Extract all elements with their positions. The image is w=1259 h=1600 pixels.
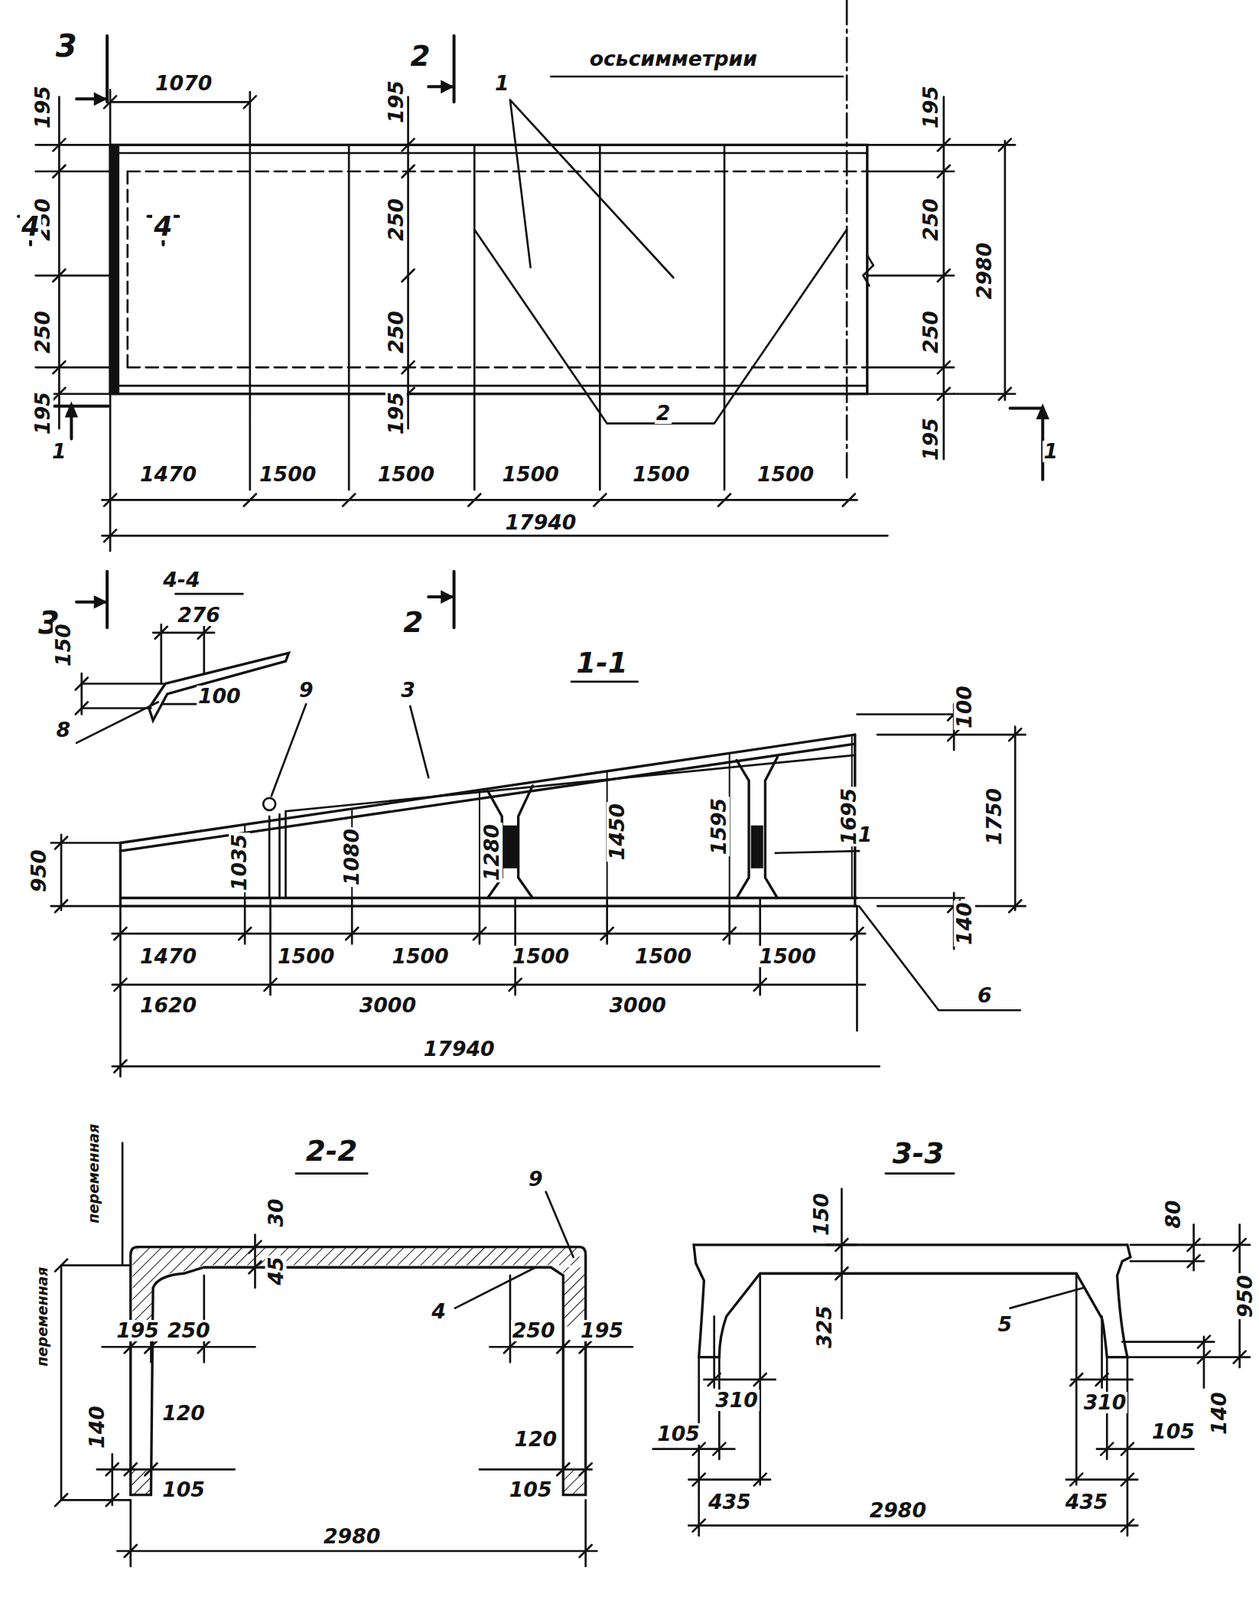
dimension-label: 2-2 <box>304 1135 359 1166</box>
dimension-label: 1500 <box>500 463 561 485</box>
dimension-label: 30 <box>264 1196 287 1228</box>
dimension-label: 250 <box>385 196 407 243</box>
dimension-label: 150 <box>52 621 75 668</box>
dimension-label: 195 <box>32 84 54 131</box>
dimension-label: 1500 <box>758 945 818 967</box>
dimension-label: 100 <box>196 685 243 707</box>
dimension-label: 17940 <box>504 511 579 534</box>
dimension-label: 9 <box>297 679 316 701</box>
dimension-label: 3000 <box>608 994 668 1016</box>
dimension-label: 3 <box>54 29 79 62</box>
dimension-label: 2980 <box>973 240 996 300</box>
dimension-label: 105 <box>655 1422 702 1445</box>
dimension-label: осьсимметрии <box>588 48 759 70</box>
dimension-label: 4 <box>19 212 42 241</box>
dimension-label: 250 <box>32 309 54 355</box>
dimension-label: 1620 <box>138 994 199 1016</box>
dimension-label: 2 <box>654 402 673 424</box>
dimension-label: 140 <box>953 900 976 947</box>
dimension-label: 435 <box>1063 1490 1110 1513</box>
dimension-label: 250 <box>510 1319 557 1341</box>
dimension-label: 4 <box>429 1300 448 1322</box>
dimension-label: 195 <box>385 79 407 126</box>
dimension-label: 4-4 <box>161 569 202 591</box>
dimension-label: 105 <box>507 1478 554 1500</box>
dimension-label: 195 <box>114 1319 161 1341</box>
dimension-label: 2980 <box>868 1499 928 1521</box>
dimension-label: 1280 <box>481 822 503 882</box>
dimension-label: 1-1 <box>574 647 629 678</box>
dimension-label: 310 <box>713 1389 760 1411</box>
dimension-label: 105 <box>160 1478 207 1500</box>
dimension-label: 1 <box>856 823 875 846</box>
dimension-label: 120 <box>160 1402 207 1424</box>
dimension-label: 950 <box>1234 1272 1256 1319</box>
dimension-label: 276 <box>175 604 222 626</box>
dimension-label: 100 <box>953 684 976 731</box>
dimension-label: 4 <box>152 212 174 241</box>
dimension-label: 195 <box>385 390 407 436</box>
dimension-label: 950 <box>28 847 50 894</box>
dimension-label: 1 <box>1042 440 1061 462</box>
dimension-label: 2 <box>409 41 433 72</box>
dimension-label: 1500 <box>376 463 436 485</box>
dimension-label: 1 <box>50 440 69 462</box>
dimension-label: 140 <box>86 1403 108 1450</box>
dimension-label: 1500 <box>755 463 816 485</box>
dimension-label: 1080 <box>341 826 363 887</box>
dimension-label: 1500 <box>633 945 693 967</box>
dimension-label: 3-3 <box>891 1138 946 1168</box>
dimension-label: 1595 <box>708 796 730 856</box>
dimension-label: 2980 <box>322 1525 382 1547</box>
dimension-label: 9 <box>527 1167 545 1190</box>
dimension-label: 1500 <box>257 463 318 485</box>
dimension-label: 435 <box>706 1490 753 1513</box>
dimension-label: 5 <box>996 1313 1015 1335</box>
dimension-label: 120 <box>512 1428 559 1450</box>
dimension-label: 8 <box>54 718 72 741</box>
dimension-label: 1470 <box>138 945 199 967</box>
dimension-label: 250 <box>919 309 941 355</box>
dimension-label: 195 <box>32 390 54 436</box>
dimension-label: 140 <box>1208 1390 1230 1437</box>
dimension-label: 1470 <box>138 463 199 485</box>
dimension-label: 105 <box>1150 1420 1197 1442</box>
dimension-label: 250 <box>165 1319 212 1341</box>
dimension-label: 3 <box>399 679 417 701</box>
dimension-label: переменная <box>35 1265 51 1368</box>
dimension-label: 1500 <box>631 463 691 485</box>
dimension-label: 1750 <box>984 786 1006 846</box>
dimension-label: 2 <box>401 607 425 638</box>
dimension-label: 195 <box>919 416 941 462</box>
dimension-label: 310 <box>1082 1391 1129 1413</box>
dimension-label: 1500 <box>390 945 450 967</box>
dimension-label: 1500 <box>276 945 336 967</box>
dimension-label: 17940 <box>422 1037 497 1060</box>
dimension-label: переменная <box>86 1122 102 1225</box>
dimension-label: 1500 <box>510 945 571 967</box>
dimension-label: 1 <box>493 72 511 95</box>
dimension-label: 1450 <box>606 801 628 862</box>
dimension-label: 150 <box>810 1190 833 1237</box>
dimension-label: 325 <box>813 1303 836 1350</box>
dimension-label: 195 <box>919 84 941 131</box>
dimension-label: 1035 <box>228 832 251 892</box>
dimension-label: 80 <box>1162 1198 1185 1230</box>
dimension-label: 250 <box>385 309 407 355</box>
dimension-label: 1070 <box>153 72 214 95</box>
dimension-label: 250 <box>919 196 941 243</box>
dimension-label: 3000 <box>357 994 418 1016</box>
dimension-label: 45 <box>264 1254 287 1286</box>
dimension-label: 195 <box>579 1319 625 1341</box>
dimension-label: 6 <box>975 984 994 1006</box>
